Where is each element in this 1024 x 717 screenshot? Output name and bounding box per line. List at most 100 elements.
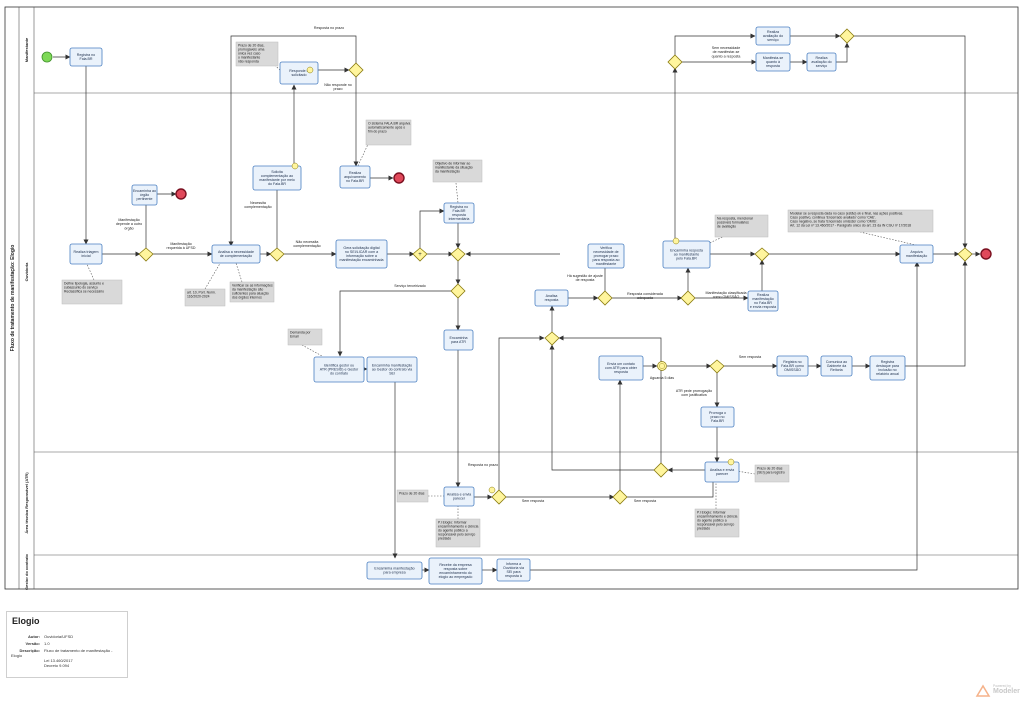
n-legal: Modelar se a resposta dada no caso (estã…: [787, 209, 934, 233]
gateway-contato-atr[interactable]: [709, 359, 725, 374]
gateway-merge-final[interactable]: [957, 247, 973, 262]
message-boundary-icon: [291, 162, 299, 170]
start-event-icon[interactable]: [41, 51, 53, 63]
events: [41, 51, 992, 494]
lane-ouvidoria: Ouvidoria: [24, 262, 29, 281]
edge-label: Sem resposta: [739, 355, 761, 359]
gateways: +: [138, 28, 973, 505]
timer-boundary-resp-icon: [672, 237, 680, 245]
gateway-resposta-manifestante[interactable]: [348, 62, 364, 78]
svg-text:Modelar se a resposta dada no: Modelar se a resposta dada no caso (estã…: [790, 212, 911, 228]
gateway-analisa-resposta[interactable]: [597, 290, 613, 306]
lane-gestor-contrato: Gestor do contrato: [24, 553, 29, 590]
gateway-servico[interactable]: [450, 283, 466, 299]
gateway-classificacao[interactable]: [680, 290, 696, 306]
pool-title: Fluxo de tratamento de manifestação: Elo…: [10, 245, 16, 352]
end-event-arquivamento-icon[interactable]: [393, 172, 405, 184]
gateway-parallel-split[interactable]: [412, 247, 428, 262]
gateway-merge-avaliacao[interactable]: [839, 28, 855, 44]
gateway-sem-resposta[interactable]: [612, 489, 628, 505]
gateway-merge-ouvidoria[interactable]: [450, 247, 466, 262]
gateway-parecer-ouvidoria[interactable]: [491, 489, 507, 505]
gateway-avaliacao[interactable]: [667, 54, 683, 70]
gateway-merge-arquivo[interactable]: [754, 247, 770, 262]
svg-text:art. 10, Port. Norm.116/2020-2: art. 10, Port. Norm.116/2020-2024: [187, 291, 216, 299]
end-event-orgao-icon[interactable]: [175, 188, 187, 200]
gateway-parecer-atr[interactable]: [653, 462, 669, 478]
end-event-final-icon[interactable]: [980, 248, 992, 260]
brand-watermark: Powered by Modeler: [975, 684, 1023, 706]
gateway-complementacao[interactable]: [269, 247, 285, 262]
legend-title: Elogio: [12, 616, 40, 626]
timer-event-icon[interactable]: [657, 361, 667, 371]
edge-label: Sem resposta: [522, 499, 544, 503]
legend-row-author: Autor:Ouvidoria/UFSD: [28, 634, 74, 639]
gateway-merge-resposta[interactable]: [544, 331, 560, 346]
sequence-flows: [53, 33, 981, 573]
gateway-triagem[interactable]: [138, 247, 154, 262]
svg-text:Prazo de 20 dias: Prazo de 20 dias: [399, 492, 425, 496]
